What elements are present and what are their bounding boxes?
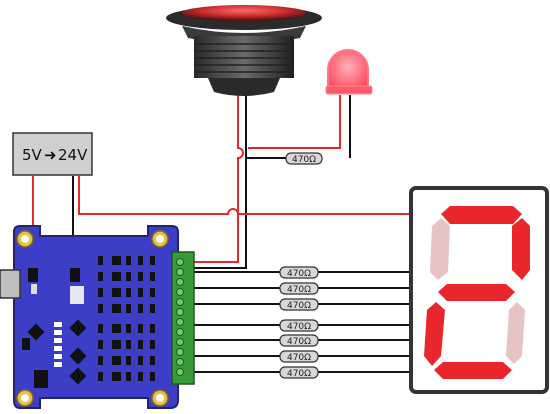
segment-resistor: 470Ω [279,266,319,279]
segment-resistor: 470Ω [279,298,319,311]
arrow-icon: ➜ [44,146,57,164]
segment-resistor-label: 470Ω [287,301,311,311]
segment-a [441,206,522,224]
black-wires [72,95,410,373]
segment-resistor: 470Ω [279,366,319,379]
led-resistor-label: 470Ω [292,155,316,165]
segment-resistors: 470Ω 470Ω 470Ω 470Ω 470Ω 470Ω 470Ω [279,266,319,379]
led-resistor: 470Ω [285,152,323,165]
converter-output-label: 24V [58,146,88,164]
voltage-converter: 5V ➜ 24V [12,132,93,176]
converter-input-label: 5V [22,146,43,164]
segment-resistor: 470Ω [279,334,319,347]
segment-resistor-label: 470Ω [287,337,311,347]
segment-f [430,218,450,280]
segment-resistor: 470Ω [279,319,319,332]
segment-resistor-label: 470Ω [287,285,311,295]
segment-resistor: 470Ω [279,350,319,363]
segment-e [424,302,445,366]
segment-resistor-label: 470Ω [287,269,311,279]
segment-g [438,284,515,301]
segment-resistor-label: 470Ω [287,353,311,363]
segment-b [512,218,530,280]
segment-c [506,302,525,364]
controller-board [0,225,195,409]
segment-resistor: 470Ω [279,282,319,295]
segment-resistor-label: 470Ω [287,369,311,379]
segment-resistor-label: 470Ω [287,322,311,332]
push-button [166,5,322,96]
segment-d [434,362,512,379]
led [325,49,373,95]
seven-segment-display [409,186,549,394]
red-wires [32,95,410,270]
